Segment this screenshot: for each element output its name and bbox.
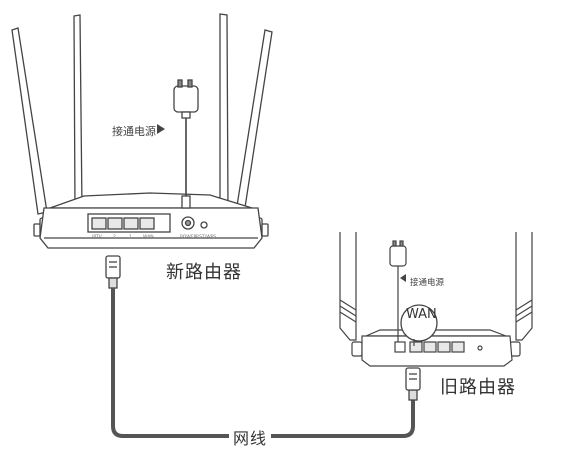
new-router bbox=[11, 13, 273, 249]
wan-label: WAN bbox=[406, 307, 437, 322]
reset-button bbox=[200, 221, 208, 229]
rj45-plug-icon bbox=[105, 255, 121, 289]
port-label-2: 2 bbox=[113, 234, 116, 240]
triangle-right-icon bbox=[157, 124, 165, 134]
port-label-wan: WAN bbox=[143, 234, 154, 240]
triangle-left-icon bbox=[400, 274, 406, 282]
connect-power-label: 接通电源 bbox=[112, 125, 156, 138]
antenna-3 bbox=[219, 13, 229, 211]
old-router bbox=[339, 232, 533, 367]
old-connect-power-label: 接通电源 bbox=[410, 278, 445, 288]
port-label-iptv: IPTV bbox=[92, 234, 103, 240]
rj45-plug-old bbox=[405, 367, 421, 401]
lan-ports bbox=[91, 217, 155, 230]
antenna-1 bbox=[11, 27, 48, 215]
power-adapter-icon bbox=[173, 79, 199, 209]
port-label-1: 1 bbox=[129, 234, 132, 240]
old-router-body bbox=[361, 335, 513, 367]
port-label-reset: RST/WPS bbox=[196, 234, 216, 240]
old-router-top bbox=[365, 329, 507, 337]
old-power-jack bbox=[394, 341, 406, 353]
cable-label: 网线 bbox=[229, 425, 272, 449]
old-power-adapter-icon bbox=[389, 240, 407, 342]
wan-highlight bbox=[400, 304, 438, 342]
port-frame bbox=[87, 213, 171, 233]
antenna-4 bbox=[235, 29, 273, 215]
new-router-label: 新路由器 bbox=[166, 262, 242, 283]
port-label-power: POWER bbox=[180, 234, 197, 240]
old-router-label: 旧路由器 bbox=[440, 377, 516, 398]
antenna-2 bbox=[73, 14, 83, 211]
